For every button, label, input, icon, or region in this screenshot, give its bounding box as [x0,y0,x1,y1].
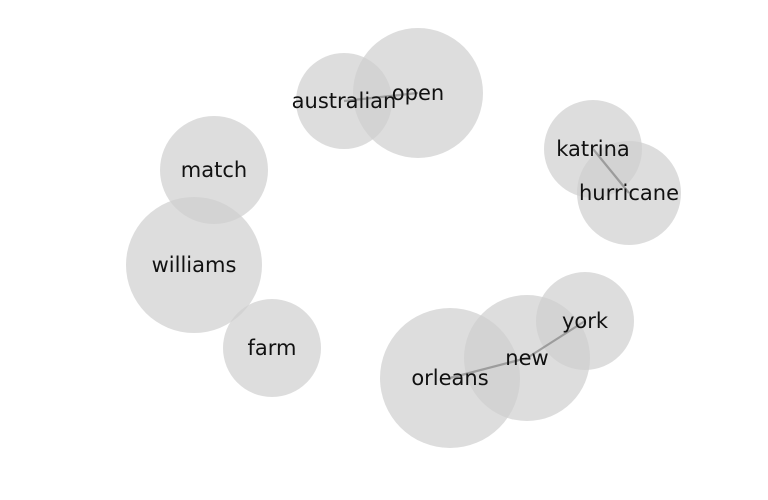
bubble-match [160,116,268,224]
bubble-williams [126,197,262,333]
label-york: york [562,309,609,333]
label-hurricane: hurricane [579,181,679,205]
label-farm: farm [248,336,297,360]
label-australian: australian [292,89,397,113]
label-new: new [505,346,548,370]
edge-new-orleans [449,356,528,380]
edge-layer [343,91,630,380]
label-match: match [181,158,247,182]
label-williams: williams [152,253,237,277]
label-katrina: katrina [556,137,630,161]
bubble-farm [223,299,321,397]
edge-new-york [526,320,586,359]
edge-australian-open [343,91,419,103]
label-open: open [392,81,444,105]
edge-katrina-hurricane [592,148,630,194]
label-orleans: orleans [411,366,488,390]
